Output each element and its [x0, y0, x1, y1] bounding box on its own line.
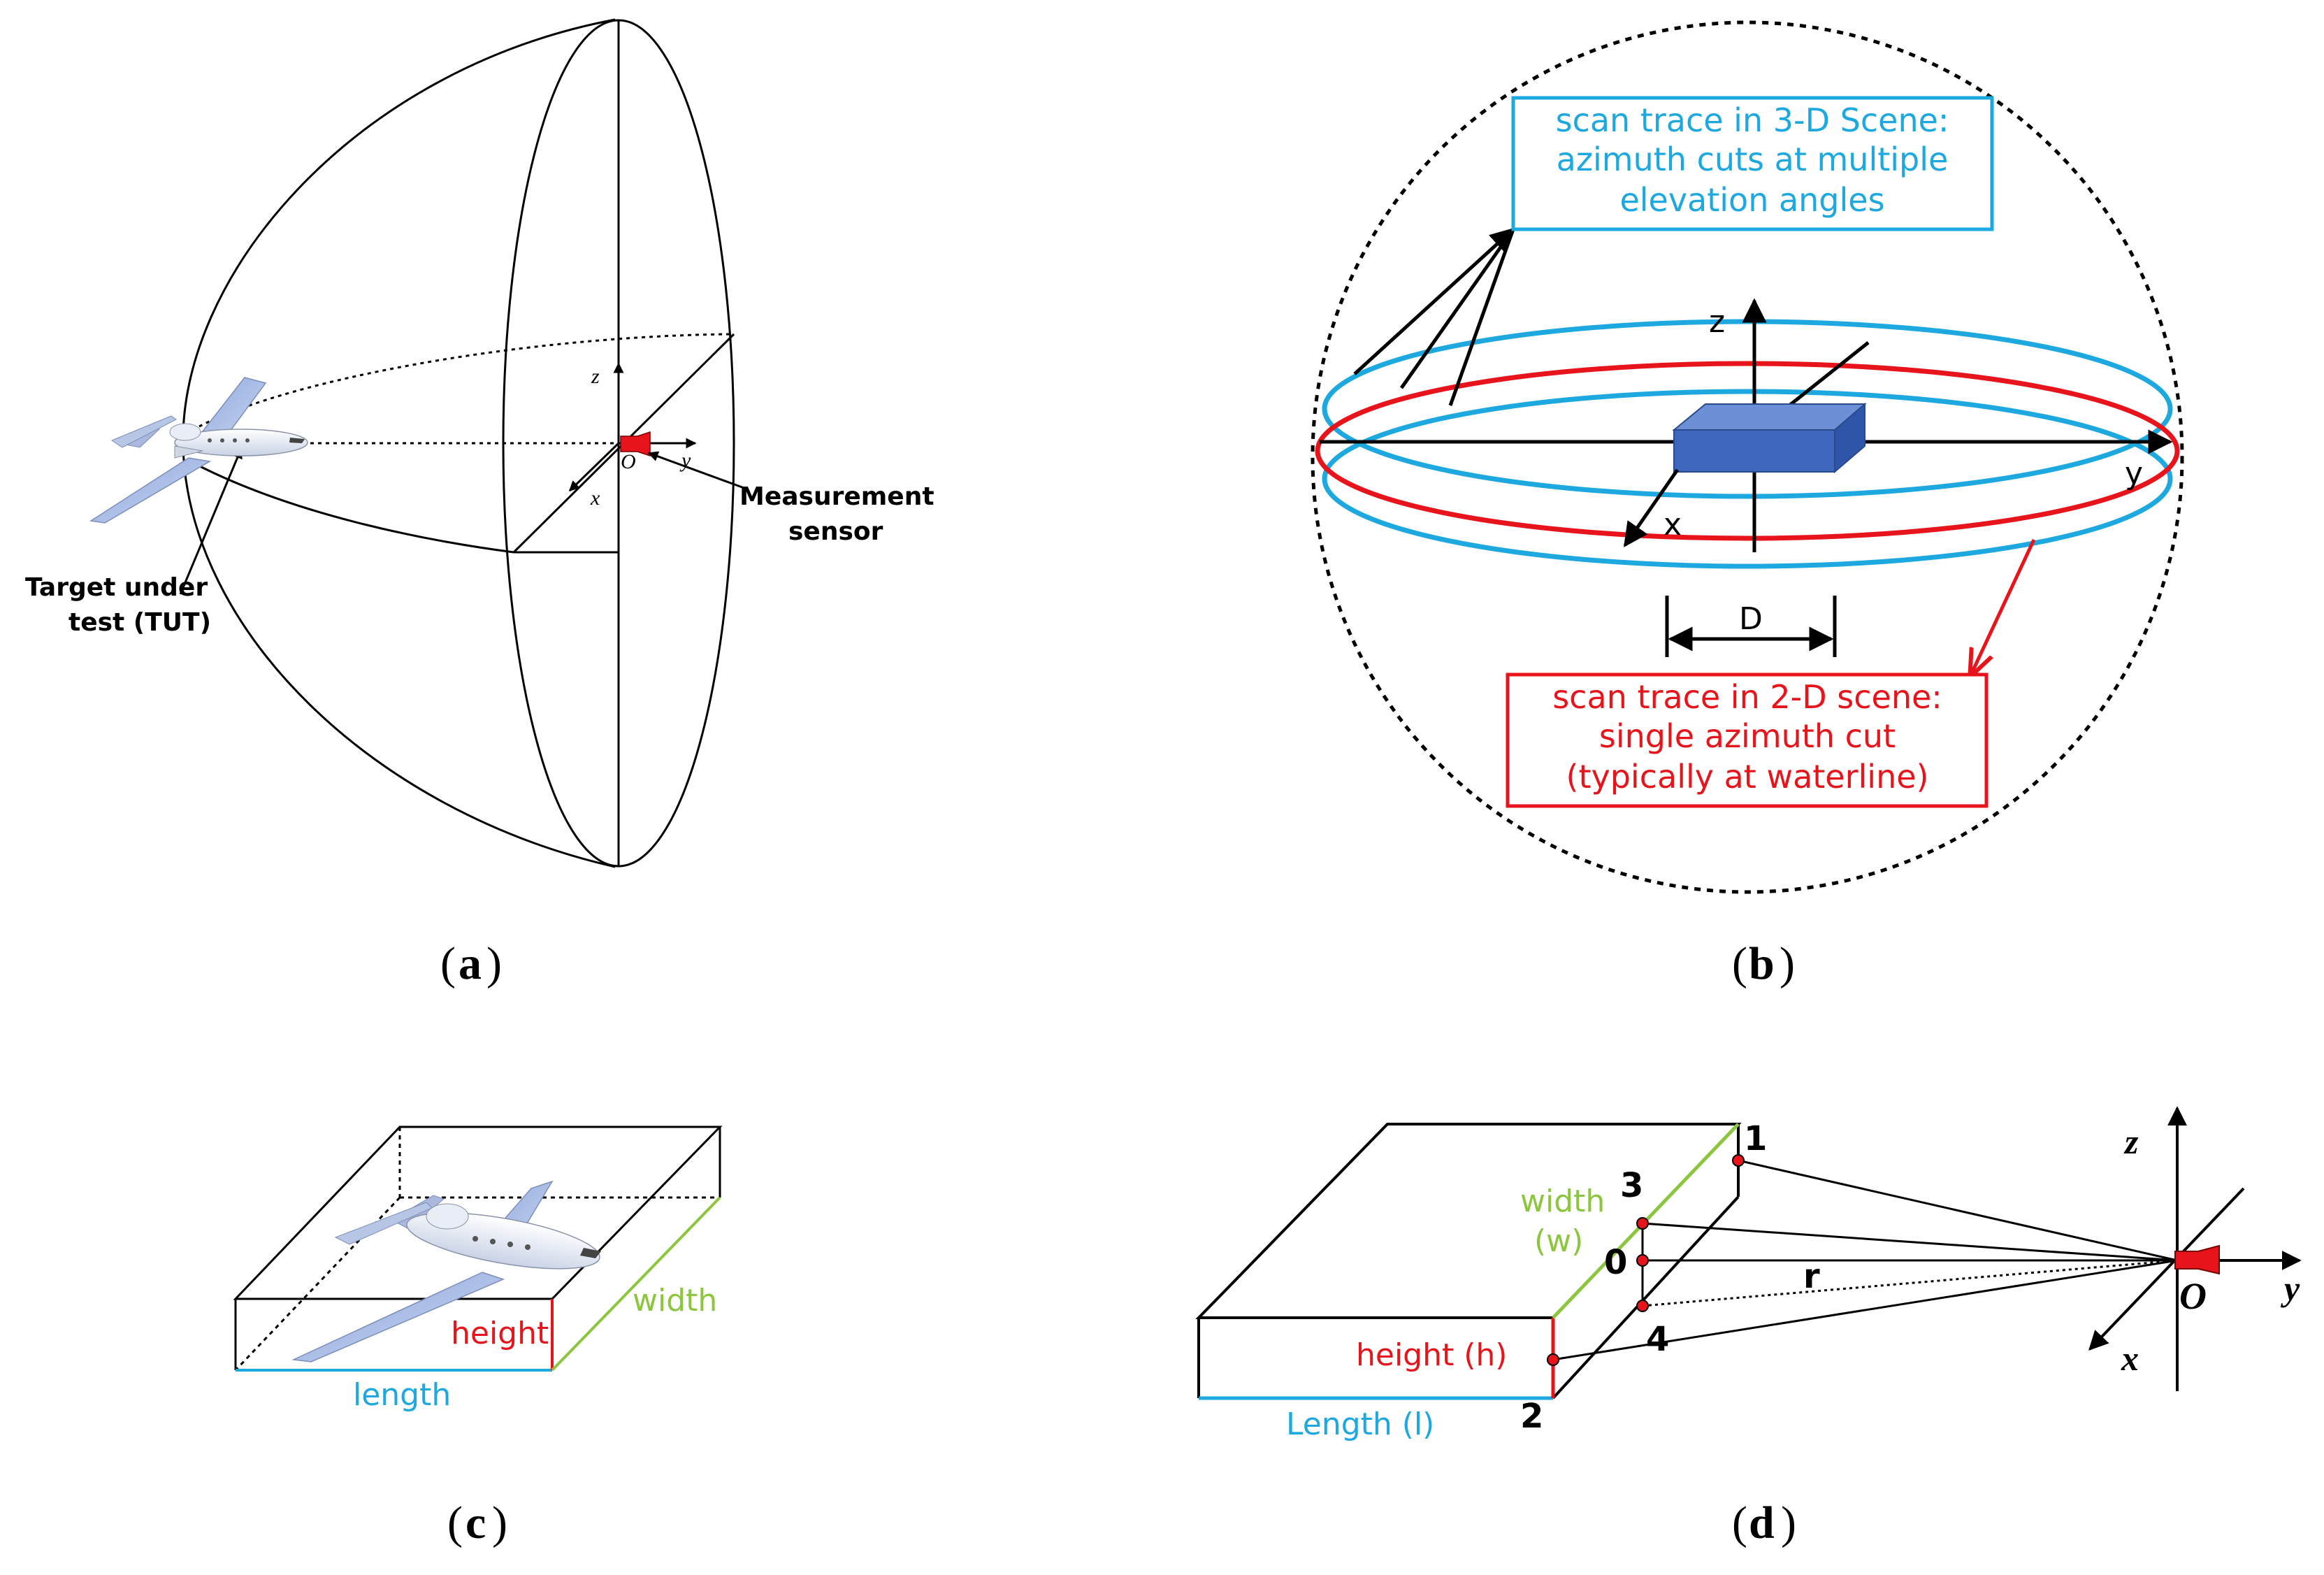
caption-open-paren: (: [1732, 938, 1747, 989]
panel-b: z y x scan trace in 3-D Scene: azimuth c…: [1311, 20, 2184, 989]
point-label-2: 2: [1520, 1397, 1543, 1436]
point-3: [1636, 1217, 1649, 1230]
x-axis-arrow: [1623, 468, 1680, 547]
point-label-0: 0: [1604, 1243, 1627, 1282]
x-axis-arrow: [2088, 1187, 2245, 1351]
target-label-line2: test (TUT): [68, 608, 211, 637]
axis-label-z: z: [591, 365, 600, 388]
sensor-icon: [2174, 1244, 2220, 1275]
scan-ring-blue-lower: [1322, 389, 2173, 569]
pointer-blue-3: [1448, 229, 1515, 406]
sensor-pointer: [647, 451, 749, 491]
width-label: width: [633, 1283, 717, 1318]
scan-2d-box: [1506, 673, 1989, 808]
axis-label-y: y: [2281, 1269, 2300, 1308]
scan-2d-line2: single azimuth cut: [1599, 717, 1896, 755]
ray-2: [1552, 1259, 2178, 1361]
scan-3d-box: [1511, 96, 1994, 231]
caption-close-paren: ): [486, 938, 502, 989]
width-label-line2: (w): [1534, 1223, 1583, 1259]
airplane-icon: [291, 1180, 601, 1362]
box-bottom-right: [1552, 1195, 1740, 1400]
axis-label-x: x: [590, 487, 600, 510]
x-axis-arrow: [568, 442, 620, 492]
airplane-icon: [89, 377, 308, 524]
point-label-4: 4: [1646, 1320, 1669, 1359]
caption-close-paren: ): [492, 1497, 507, 1548]
axis-label-z: z: [2123, 1122, 2139, 1161]
caption-b: b: [1749, 938, 1775, 989]
point-1: [1732, 1154, 1745, 1167]
scan-sphere: [1311, 20, 2184, 894]
caption-open-paren: (: [1732, 1497, 1747, 1548]
range-label: r: [1803, 1257, 1820, 1296]
dome-dotted-arc: [199, 333, 735, 428]
target-box: [1672, 402, 1867, 474]
pointer-red: [1971, 538, 2036, 675]
width-label-line1: width: [1520, 1184, 1605, 1219]
axis-label-x: x: [1663, 507, 1682, 542]
ray-3: [1642, 1222, 2178, 1262]
height-label: height: [451, 1316, 549, 1351]
point-0: [1636, 1254, 1649, 1267]
scan-3d-line3: elevation angles: [1619, 181, 1884, 219]
scan-3d-line2: azimuth cuts at multiple: [1557, 141, 1949, 178]
scan-2d-line3: (typically at waterline): [1566, 758, 1929, 796]
point-4: [1636, 1300, 1649, 1312]
origin-label: O: [621, 450, 636, 473]
target-pointer: [179, 447, 243, 595]
ray-1: [1738, 1159, 2178, 1262]
panel-c: height width length ( c ): [233, 1125, 723, 1548]
scan-ring-red: [1315, 361, 2180, 541]
caption-open-paren: (: [447, 1497, 463, 1548]
dimension-label: D: [1739, 601, 1763, 637]
sensor-label-line2: sensor: [788, 517, 883, 546]
point-label-1: 1: [1744, 1119, 1767, 1158]
origin-label: O: [2179, 1275, 2207, 1317]
target-label-line1: Target under: [25, 573, 208, 602]
axis-label-y: y: [2125, 456, 2143, 491]
width-edge: [551, 1196, 721, 1372]
panel-d: 1 3 0 4 2 r width (w) height (h) Length …: [1195, 1106, 2302, 1548]
caption-c: c: [465, 1497, 486, 1548]
box-top-face: [1195, 1123, 1742, 1319]
scan-3d-line1: scan trace in 3-D Scene:: [1556, 101, 1949, 139]
axis-label-x: x: [2121, 1339, 2139, 1378]
caption-d: d: [1749, 1497, 1775, 1548]
length-label: Length (l): [1286, 1407, 1434, 1442]
diag-axis-back: [1788, 341, 1870, 407]
box-hidden-edge-3: [234, 1196, 401, 1372]
scan-2d-line1: scan trace in 2-D scene:: [1552, 678, 1942, 716]
caption-close-paren: ): [1781, 1497, 1796, 1548]
point-label-3: 3: [1620, 1166, 1643, 1205]
height-label: height (h): [1356, 1337, 1507, 1373]
panel-a: z y x O Measurement sensor Target under …: [25, 18, 934, 989]
dome-lower-arc: [196, 463, 514, 554]
sensor-label-line1: Measurement: [739, 482, 934, 511]
ray-4: [1642, 1259, 2178, 1307]
pointer-blue-2: [1399, 228, 1515, 389]
axis-label-z: z: [1709, 304, 1725, 340]
caption-a: a: [459, 938, 482, 989]
pointer-blue-1: [1353, 227, 1515, 375]
point-2: [1547, 1353, 1559, 1366]
length-label: length: [353, 1377, 451, 1413]
caption-close-paren: ): [1780, 938, 1795, 989]
caption-open-paren: (: [440, 938, 456, 989]
